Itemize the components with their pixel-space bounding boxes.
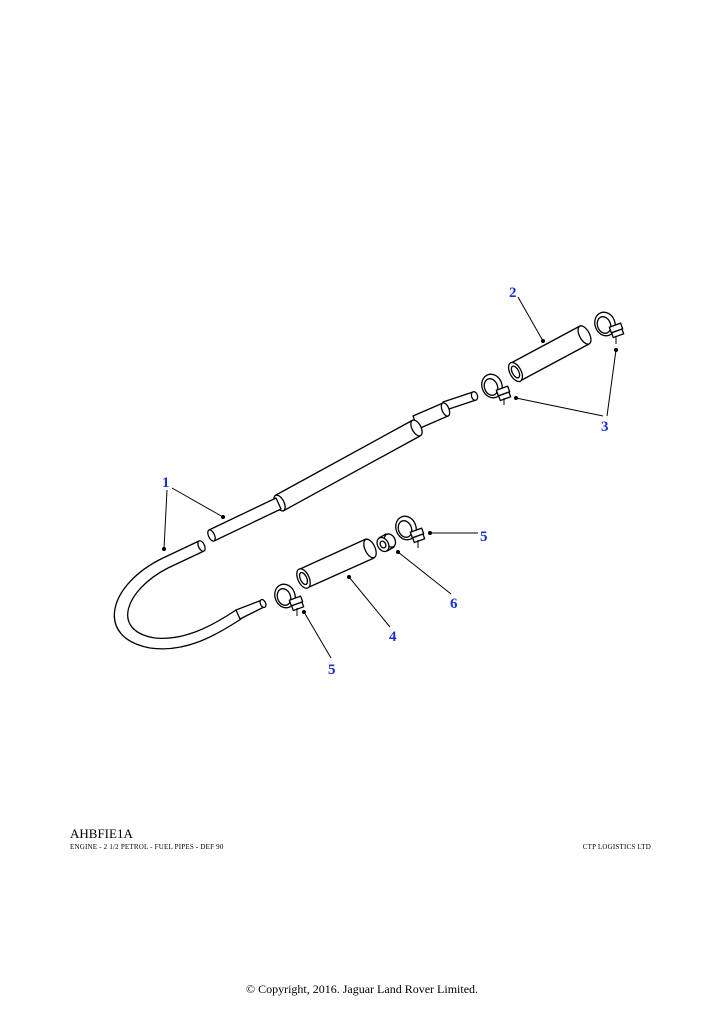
diagram-description: ENGINE - 2 1/2 PETROL - FUEL PIPES - DEF… [70, 843, 224, 851]
hose-upper [507, 325, 592, 383]
fuel-pipe-upper [207, 391, 479, 542]
company-name: CTP LOGISTICS LTD [582, 843, 651, 851]
diagram-reference-code: AHBFIE1A [70, 826, 133, 841]
copyright-notice: © Copyright, 2016. Jaguar Land Rover Lim… [245, 982, 479, 996]
hose-lower [296, 538, 377, 589]
sleeve-bush [376, 533, 397, 553]
callout-1: 1 [162, 475, 170, 491]
callout-6: 6 [450, 596, 458, 612]
callout-3: 3 [601, 419, 609, 435]
clip-3-upper [594, 311, 625, 344]
callout-5-lower: 5 [328, 662, 336, 678]
callout-5-upper: 5 [480, 529, 488, 545]
callout-4: 4 [389, 629, 397, 645]
fuel-pipe-bend [113, 540, 267, 650]
clip-5-upper [395, 515, 426, 548]
clip-5-lower [274, 583, 305, 616]
leader-lines [162, 296, 618, 659]
callout-2: 2 [509, 285, 517, 301]
clip-3-lower [481, 373, 512, 405]
